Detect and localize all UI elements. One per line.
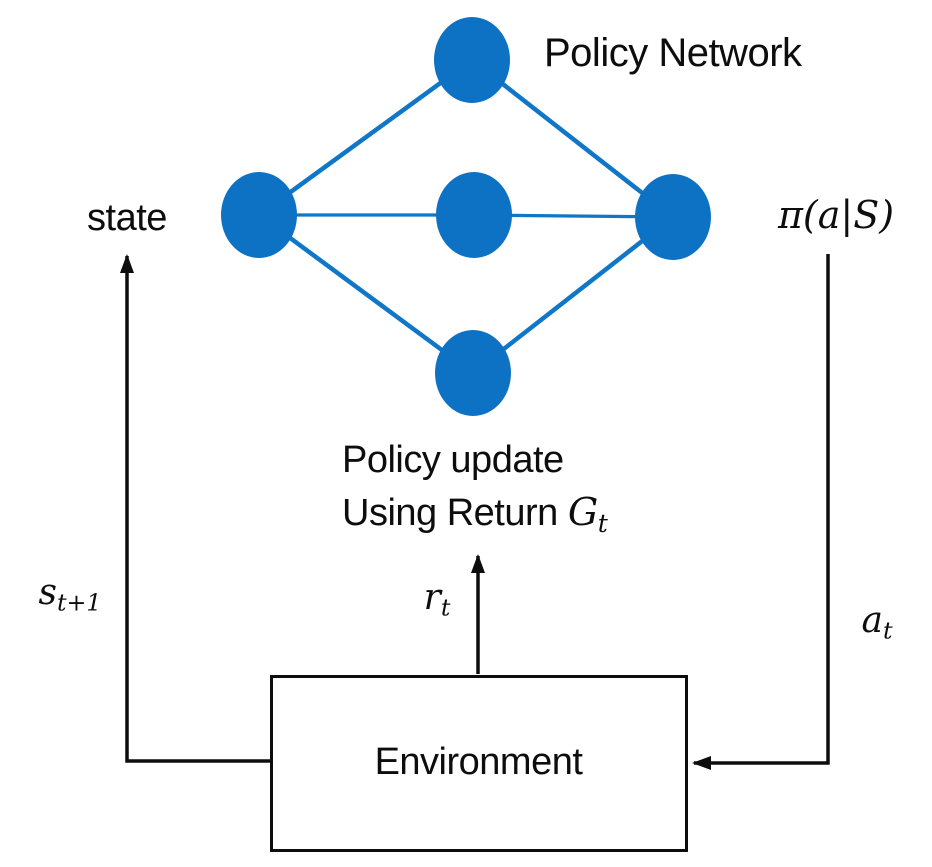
network-edge xyxy=(470,214,676,376)
network-edge xyxy=(256,212,476,376)
policy-update-line1: Policy update xyxy=(342,439,564,481)
input-node xyxy=(221,172,297,258)
policy-output-label: π(a|S) xyxy=(777,193,895,237)
hidden-node-bottom xyxy=(435,330,511,416)
network-edge xyxy=(256,57,475,218)
next-state-label: st+1 xyxy=(38,572,102,617)
policy-update-line2-prefix: Using Return xyxy=(342,492,568,534)
reward-label: rt xyxy=(423,577,451,622)
policy-update-line2: Using Return Gt xyxy=(342,486,608,539)
policy-network-nodes xyxy=(221,17,711,416)
policy-network-label: Policy Network xyxy=(544,31,802,75)
environment-box xyxy=(270,675,688,852)
environment-label: Environment xyxy=(374,741,583,784)
output-node xyxy=(635,174,711,260)
flow-arrows xyxy=(120,254,830,770)
network-edge xyxy=(469,57,676,220)
action-label: at xyxy=(861,600,893,645)
hidden-node-middle xyxy=(436,172,512,258)
action-arrow xyxy=(692,254,830,770)
hidden-node-top xyxy=(434,17,510,103)
policy-update-label: Policy update Using Return Gt xyxy=(342,434,608,539)
state-label: state xyxy=(87,197,167,239)
state-arrow xyxy=(120,254,272,763)
return-symbol: Gt xyxy=(567,490,608,539)
